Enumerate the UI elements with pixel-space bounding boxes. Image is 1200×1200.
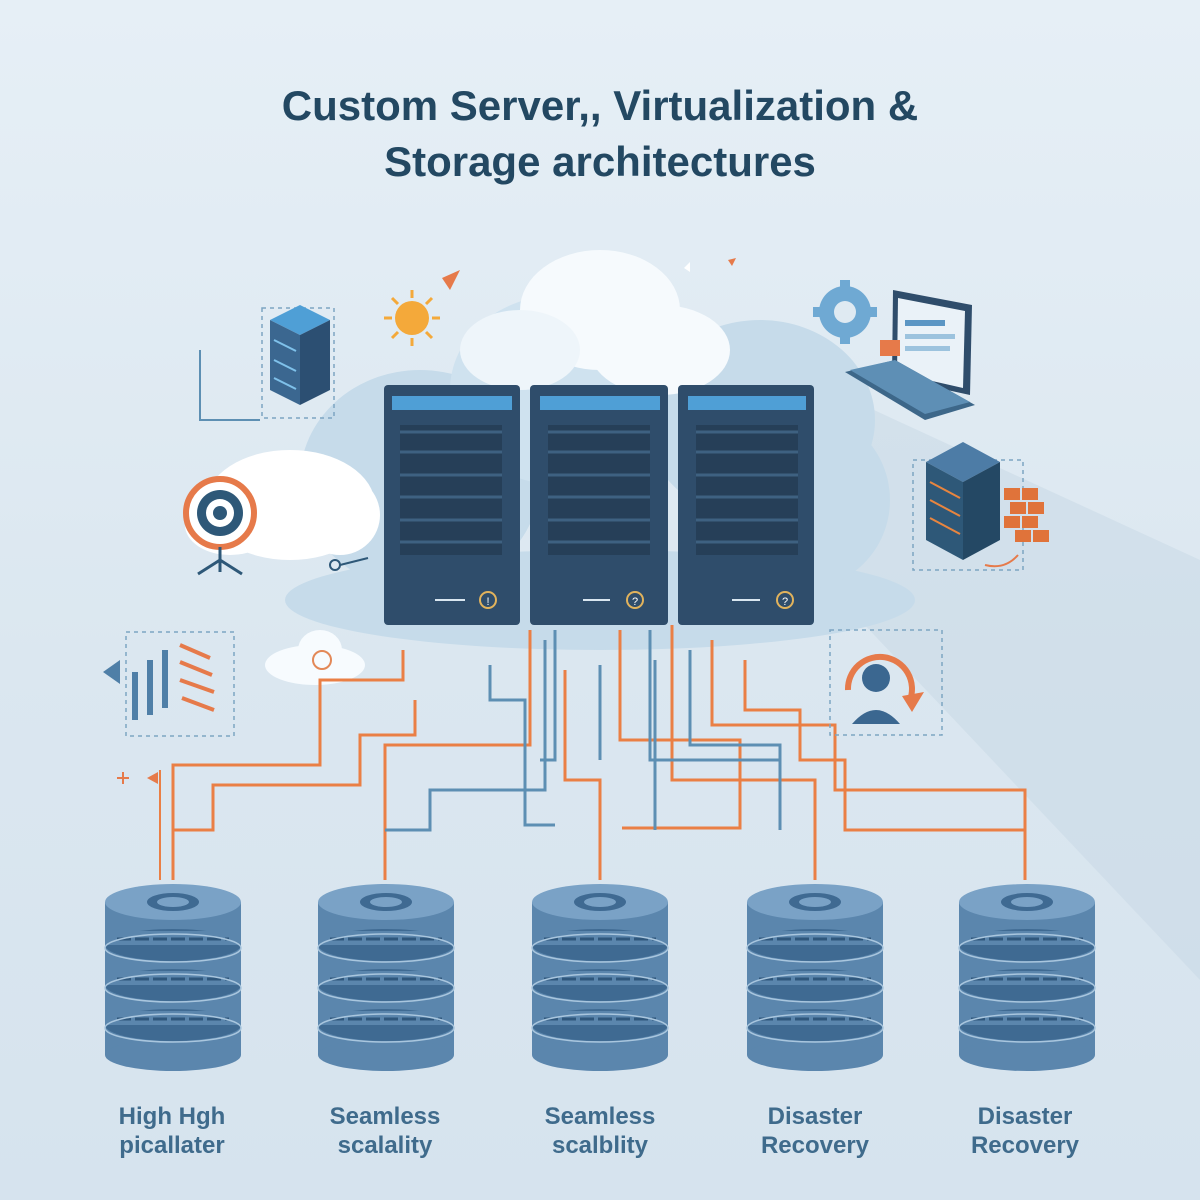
- storage-label-1: High Hgh picallater: [118, 1103, 226, 1159]
- small-cloud-icon: [265, 630, 365, 685]
- title-line-2: Storage architectures: [384, 138, 816, 185]
- firewall-bricks-icon: [1004, 488, 1049, 542]
- title-line-1: Custom Server,, Virtualization &: [281, 82, 919, 129]
- server-3: ?: [678, 385, 814, 625]
- support-agent-icon: [829, 629, 943, 736]
- server-2: ?: [530, 385, 668, 625]
- storage-database-3: [531, 884, 669, 1071]
- storage-label-2: Seamless scalality: [329, 1103, 441, 1159]
- server-1-power-glyph: !: [486, 596, 489, 608]
- server-stack-icon: [912, 442, 1024, 571]
- server-3-power-glyph: ?: [782, 596, 788, 608]
- gear-icon: [813, 280, 877, 344]
- storage-databases: [104, 884, 1096, 1071]
- spark-icon-3: [728, 258, 736, 266]
- spark-icon-2: [684, 262, 690, 272]
- plus-marks: [117, 772, 129, 784]
- server-2-power-glyph: ?: [632, 596, 638, 608]
- storage-label-4: Disaster Recovery: [760, 1103, 870, 1159]
- sun-icon: [384, 290, 440, 346]
- storage-database-5: [958, 884, 1096, 1071]
- storage-database-4: [746, 884, 884, 1071]
- probe-icon: [329, 557, 369, 571]
- storage-database-1: [104, 884, 242, 1071]
- spark-icon: [442, 270, 460, 290]
- page-title: Custom Server,, Virtualization & Storage…: [0, 78, 1200, 190]
- connector-lines: [159, 350, 1027, 880]
- storage-label-5: Disaster Recovery: [970, 1103, 1080, 1159]
- storage-database-2: [317, 884, 455, 1071]
- laptop-dashboard-icon: [845, 290, 975, 420]
- server-1: !: [384, 385, 520, 625]
- storage-label-3: Seamless scalblity: [544, 1103, 656, 1159]
- data-flow-icon: [103, 631, 235, 737]
- target-icon: [183, 476, 257, 576]
- server-rack-icon: [261, 305, 335, 419]
- arrow-mark: [147, 772, 158, 784]
